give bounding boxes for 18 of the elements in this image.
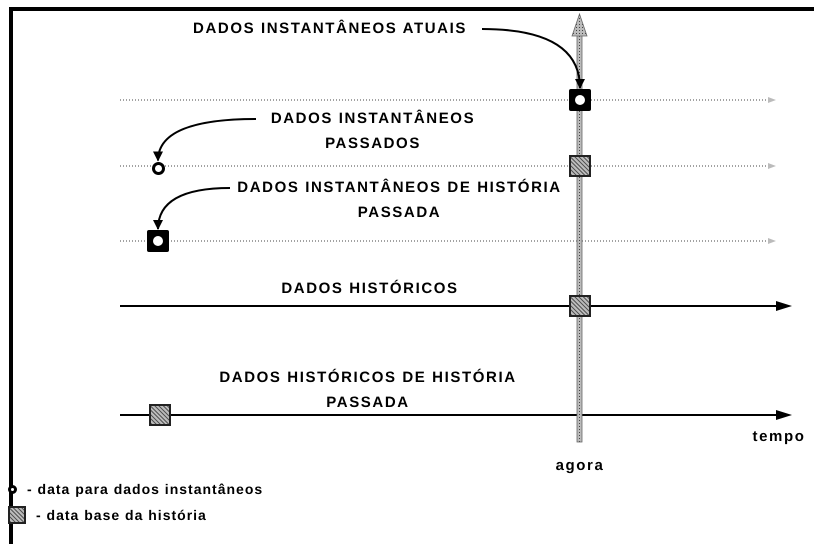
circle-marker	[152, 162, 164, 174]
square-marker	[569, 89, 591, 111]
square-marker	[147, 230, 169, 252]
legend-text: - data para dados instantâneos	[27, 481, 264, 497]
callout-text: DADOS INSTANTÂNEOS ATUAIS	[180, 16, 480, 41]
callout-text: DADOS INSTANTÂNEOS PASSADOS	[258, 106, 488, 156]
hatched-marker	[569, 295, 591, 317]
timeline-label: DADOS HISTÓRICOS	[280, 278, 460, 299]
timeline-label: agora	[554, 456, 606, 476]
timeline-label: DADOS HISTÓRICOS DE HISTÓRIA PASSADA	[218, 368, 518, 413]
callout-text: DADOS INSTANTÂNEOS DE HISTÓRIA PASSADA	[232, 175, 567, 225]
leader-arrow	[482, 28, 584, 89]
leader-arrow	[154, 187, 230, 230]
leader-arrow	[154, 118, 256, 162]
hatched-marker	[149, 404, 171, 426]
legend-text: - data base da história	[36, 507, 207, 523]
timeline-label: tempo	[752, 427, 806, 447]
hatched-marker	[569, 155, 591, 177]
